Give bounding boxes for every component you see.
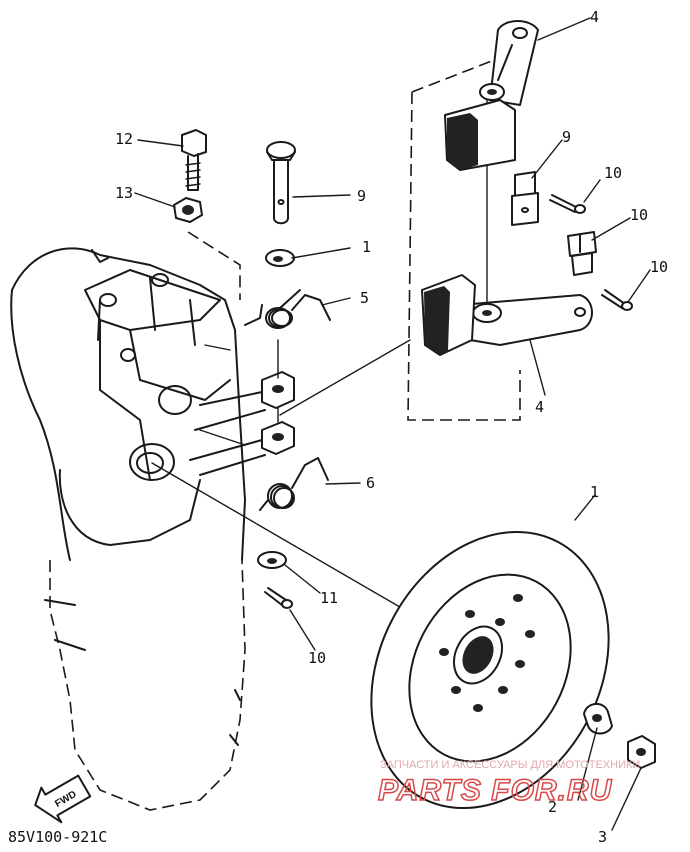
callout-6: 6 xyxy=(366,474,375,492)
cotter-pin-10-a xyxy=(549,194,586,214)
callout-5: 5 xyxy=(360,289,369,307)
callout-4-bottom: 4 xyxy=(535,398,544,416)
callout-4-top: 4 xyxy=(590,8,599,26)
washer-1 xyxy=(265,249,295,267)
callout-8: 10 xyxy=(630,206,648,224)
callout-leaders xyxy=(134,17,651,831)
spring-5 xyxy=(244,289,331,329)
callout-1-disc: 1 xyxy=(590,483,599,501)
caliper-bracket-lower xyxy=(421,274,593,356)
washer-11 xyxy=(257,551,287,569)
callout-2: 2 xyxy=(548,798,557,816)
fwd-direction-badge: FWD xyxy=(34,774,92,824)
watermark: ЗАПЧАСТИ И АКСЕССУАРЫ ДЛЯ МОТОТЕХНИКИ PA… xyxy=(377,759,640,808)
callout-7: 9 xyxy=(562,128,571,146)
callout-10-c: 10 xyxy=(308,649,326,667)
brake-lever-link xyxy=(189,339,295,476)
callout-11: 11 xyxy=(320,589,338,607)
nut-13 xyxy=(173,197,203,223)
watermark-logo: PARTS FOR.RU xyxy=(378,774,613,807)
brake-disc xyxy=(370,530,610,810)
engine-case xyxy=(10,247,246,811)
caliper-bracket-upper xyxy=(444,20,539,171)
nut-3 xyxy=(627,735,656,769)
diagram-code: 85V100-921C xyxy=(8,828,107,846)
bolt-12 xyxy=(181,129,207,191)
clevis-8 xyxy=(567,231,597,276)
cotter-pin-10-lower xyxy=(264,587,293,609)
callout-3: 3 xyxy=(598,828,607,846)
pin-9 xyxy=(266,141,296,225)
spring-6 xyxy=(259,457,329,511)
callout-10-b: 10 xyxy=(650,258,668,276)
callout-1-washer: 1 xyxy=(362,238,371,256)
callout-12: 12 xyxy=(115,130,133,148)
lock-washer-2 xyxy=(583,703,613,735)
callout-labels: 4 9 10 10 10 4 12 13 9 1 5 6 11 10 1 2 3 xyxy=(115,8,668,846)
cotter-pin-10-b xyxy=(601,289,633,311)
callout-10-a: 10 xyxy=(604,164,622,182)
callout-13: 13 xyxy=(115,184,133,202)
pin-7 xyxy=(511,171,539,226)
callout-9: 9 xyxy=(357,187,366,205)
watermark-caption: ЗАПЧАСТИ И АКСЕССУАРЫ ДЛЯ МОТОТЕХНИКИ xyxy=(380,759,640,771)
